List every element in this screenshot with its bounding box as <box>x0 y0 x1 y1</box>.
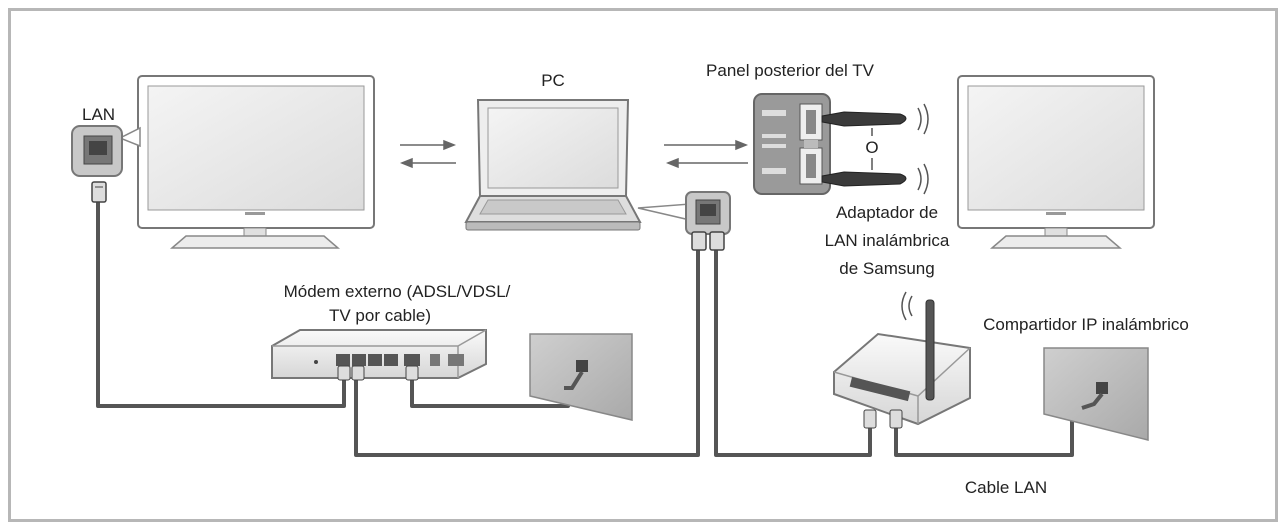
wall-socket-router <box>1043 347 1149 441</box>
left-tv <box>137 75 375 249</box>
tv-back-panel <box>753 93 831 195</box>
arrows-pc-panel <box>664 139 749 169</box>
cable-modem-to-pc <box>354 248 700 457</box>
arrows-tv-pc <box>399 139 457 169</box>
rj45-plug-icon <box>91 181 107 203</box>
label-modem-line2: TV por cable) <box>329 306 431 325</box>
label-or: O <box>865 138 878 157</box>
wireless-adapter-bottom <box>821 163 929 195</box>
laptop-pc <box>464 99 642 231</box>
right-tv <box>957 75 1155 249</box>
tv-lan-port-callout <box>71 125 141 177</box>
wireless-router <box>833 291 971 429</box>
label-modem-line1: Módem externo (ADSL/VDSL/ <box>284 282 511 301</box>
label-adapter-line2: LAN inalámbrica <box>825 231 950 250</box>
label-tv-back-panel: Panel posterior del TV <box>706 61 875 80</box>
wall-socket-modem <box>529 333 633 421</box>
cable-tv-to-modem <box>96 202 346 408</box>
wireless-adapter-top <box>821 103 929 135</box>
label-pc: PC <box>541 71 565 90</box>
label-lan-cable: Cable LAN <box>965 478 1047 497</box>
label-adapter-line1: Adaptador de <box>836 203 938 222</box>
pc-lan-port-callout <box>637 191 731 251</box>
label-adapter-line3: de Samsung <box>839 259 934 278</box>
label-wireless-ip-sharer: Compartidor IP inalámbrico <box>983 315 1189 334</box>
external-modem <box>271 329 487 381</box>
cable-pc-to-router <box>714 248 872 457</box>
label-lan: LAN <box>82 105 115 124</box>
